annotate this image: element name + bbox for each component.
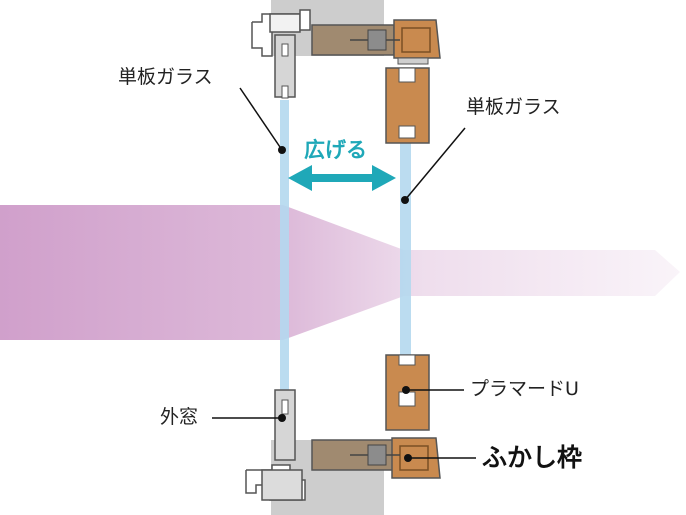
leader-left-glass (239, 87, 286, 154)
left-glass-pane (280, 100, 289, 395)
widen-arrow (288, 165, 396, 191)
plamade-top-rail (385, 67, 430, 144)
leader-plamade (402, 386, 464, 394)
label-widen: 広げる (304, 138, 367, 162)
leader-outer-window (212, 414, 286, 422)
right-glass-pane (400, 130, 411, 358)
leader-fukashi (404, 454, 476, 462)
outer-window-top-sash (251, 9, 311, 99)
label-outer-window: 外窓 (160, 406, 199, 428)
top-fukashi-frame (311, 19, 441, 65)
label-right-glass: 単板ガラス (466, 96, 561, 118)
light-beam (0, 205, 680, 340)
label-left-glass: 単板ガラス (118, 66, 213, 88)
leader-right-glass (401, 127, 466, 204)
label-plamade: プラマードU (470, 378, 579, 400)
label-fukashi: ふかし枠 (482, 443, 583, 472)
outer-window-bottom-sash (245, 389, 306, 501)
